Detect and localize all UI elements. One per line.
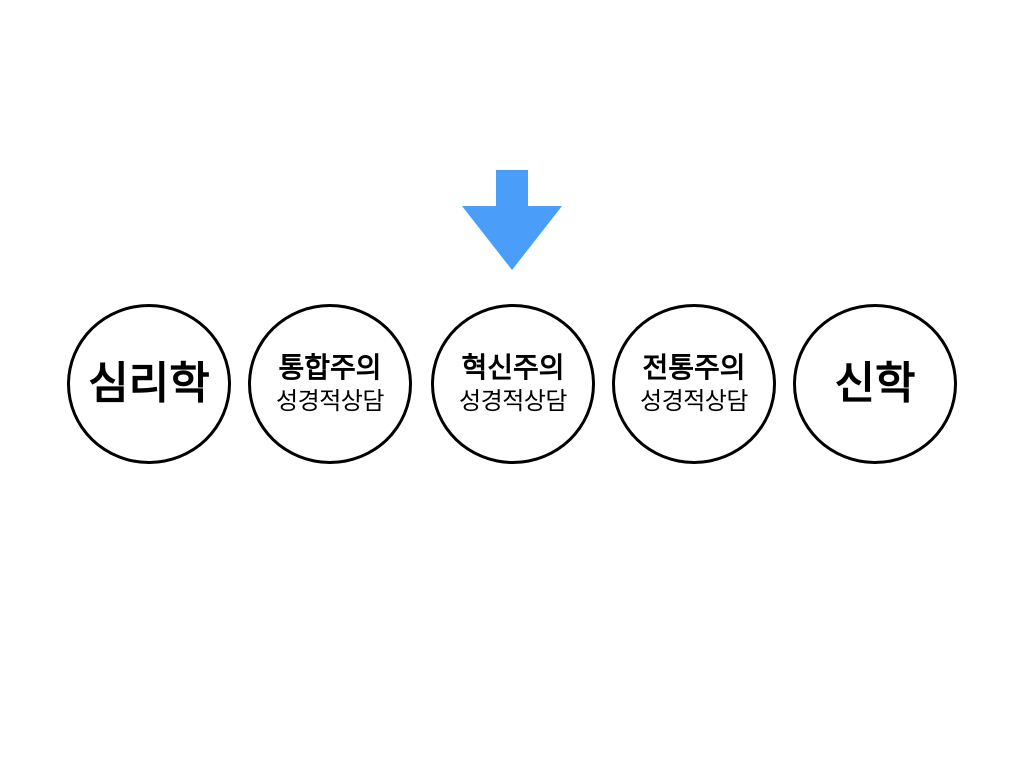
- node-label-line2: 성경적상담: [640, 386, 748, 415]
- node-label-line1: 전통주의: [642, 351, 746, 384]
- node-label: 신학: [834, 358, 916, 409]
- node-label-line2: 성경적상담: [276, 386, 384, 415]
- node-label-line2: 성경적상담: [459, 386, 567, 415]
- arrow-down-icon: [462, 170, 562, 270]
- node-theology: 신학: [793, 304, 957, 464]
- node-label-line1: 혁신주의: [461, 351, 565, 384]
- node-traditional-biblical-counseling: 전통주의 성경적상담: [612, 304, 776, 464]
- node-integrationist-biblical-counseling: 통합주의 성경적상담: [248, 304, 412, 464]
- node-label: 심리학: [88, 358, 210, 409]
- node-psychology: 심리학: [67, 304, 231, 464]
- node-label-line1: 통합주의: [278, 351, 382, 384]
- node-innovative-biblical-counseling: 혁신주의 성경적상담: [431, 304, 595, 464]
